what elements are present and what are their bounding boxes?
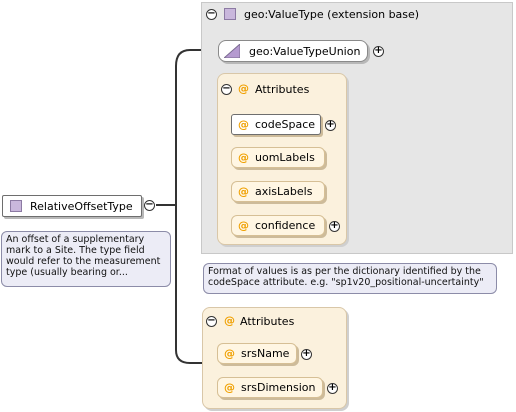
attribute-at-icon: @ xyxy=(224,314,235,327)
collapse-toggle-icon[interactable]: − xyxy=(206,8,217,20)
attribute-codespace-label: codeSpace xyxy=(255,118,316,131)
type-swatch-icon xyxy=(10,200,22,212)
value-type-union-label: geo:ValueTypeUnion xyxy=(249,44,361,58)
attribute-srsdimension-label: srsDimension xyxy=(241,381,316,394)
attribute-at-icon: @ xyxy=(238,82,249,95)
type-swatch-icon xyxy=(224,8,236,23)
attribute-srsname[interactable]: @ srsName xyxy=(217,343,297,364)
attribute-codespace[interactable]: @ codeSpace xyxy=(231,114,321,135)
attribute-at-icon: @ xyxy=(238,219,249,232)
collapse-toggle-icon[interactable]: − xyxy=(206,315,217,327)
expand-toggle-icon[interactable]: + xyxy=(329,220,340,232)
collapse-toggle-icon[interactable]: − xyxy=(221,83,232,95)
value-type-union-node[interactable]: geo:ValueTypeUnion xyxy=(218,40,368,62)
attribute-at-icon: @ xyxy=(238,185,249,198)
attribute-at-icon: @ xyxy=(238,151,249,164)
attribute-at-icon: @ xyxy=(238,118,249,131)
collapse-toggle-icon[interactable]: − xyxy=(144,199,155,211)
attribute-confidence-label: confidence xyxy=(255,219,316,232)
own-attributes-title: Attributes xyxy=(240,315,295,328)
codespace-documentation: Format of values is as per the dictionar… xyxy=(203,263,497,294)
attribute-uomlabels-label: uomLabels xyxy=(255,151,315,164)
attribute-axislabels-label: axisLabels xyxy=(255,185,313,198)
attribute-srsdimension[interactable]: @ srsDimension xyxy=(217,377,323,398)
expand-toggle-icon[interactable]: + xyxy=(301,348,312,360)
connector-to-extension xyxy=(156,49,218,206)
extension-title: geo:ValueType (extension base) xyxy=(244,8,420,21)
attribute-srsname-label: srsName xyxy=(241,347,290,360)
relative-offset-type-node[interactable]: RelativeOffsetType xyxy=(2,195,142,217)
connector-to-attributes xyxy=(175,205,202,364)
union-corner-icon xyxy=(224,44,240,58)
attribute-at-icon: @ xyxy=(224,381,235,394)
extension-attributes-title: Attributes xyxy=(255,83,310,96)
relative-offset-type-label: RelativeOffsetType xyxy=(30,199,133,213)
attribute-uomlabels[interactable]: @ uomLabels xyxy=(231,147,325,168)
expand-toggle-icon[interactable]: + xyxy=(327,382,338,394)
expand-toggle-icon[interactable]: + xyxy=(373,45,384,57)
attribute-at-icon: @ xyxy=(224,347,235,360)
expand-toggle-icon[interactable]: + xyxy=(325,119,336,131)
attribute-confidence[interactable]: @ confidence xyxy=(231,215,325,236)
attribute-axislabels[interactable]: @ axisLabels xyxy=(231,181,325,202)
relative-offset-type-documentation: An offset of a supplementary mark to a S… xyxy=(1,231,171,287)
